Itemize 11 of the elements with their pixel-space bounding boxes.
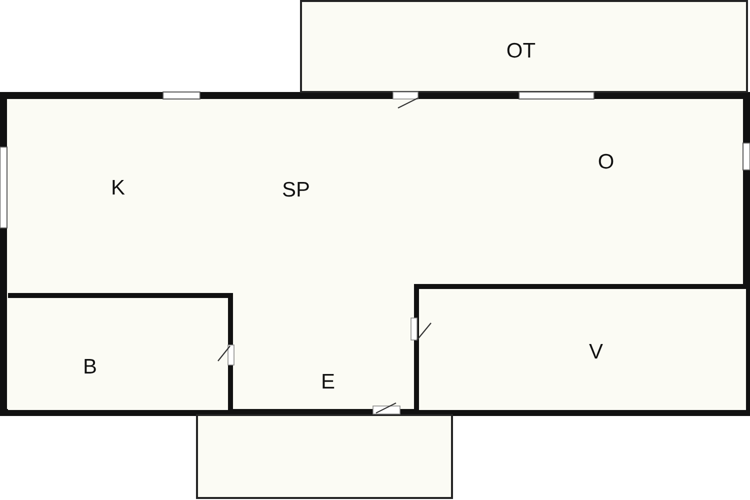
room-label: K	[111, 178, 125, 198]
room-label: OT	[506, 40, 536, 62]
room-area	[8, 293, 233, 410]
porch-area	[196, 414, 453, 499]
room-area	[414, 284, 746, 410]
room-label: SP	[282, 180, 310, 200]
room-label: B	[83, 356, 97, 378]
room-label: V	[589, 342, 603, 362]
room-label: E	[321, 372, 335, 392]
terrace-area	[300, 0, 748, 93]
room-label: O	[598, 152, 614, 172]
